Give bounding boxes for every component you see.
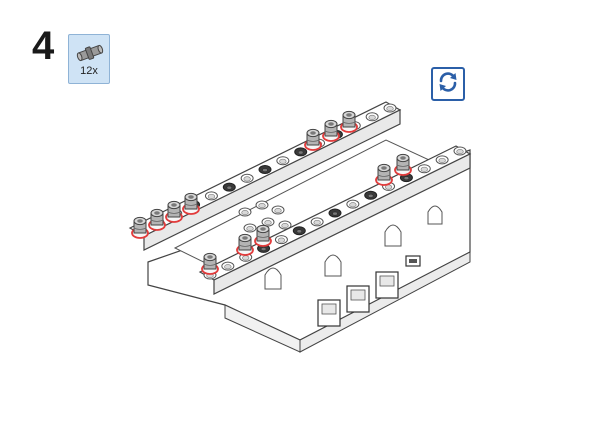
connector-peg — [149, 209, 165, 230]
beam-hole — [436, 156, 448, 164]
beam-hole — [223, 183, 235, 191]
beam-hole — [295, 148, 307, 156]
beam-hole — [347, 200, 359, 208]
connector-peg — [202, 253, 218, 274]
beam-hole — [454, 147, 466, 155]
connector-peg — [323, 120, 339, 141]
beam-hole — [366, 113, 378, 121]
beam-hole — [259, 166, 271, 174]
beam-hole — [418, 165, 430, 173]
connector-peg — [376, 164, 392, 185]
connector-peg — [237, 234, 253, 255]
connector-peg — [341, 111, 357, 132]
connector-peg — [183, 193, 199, 214]
beam-hole — [241, 174, 253, 182]
beam-hole — [205, 192, 217, 200]
connector-peg — [305, 129, 321, 150]
beam-hole — [275, 236, 287, 244]
connector-peg — [395, 154, 411, 175]
beam-hole — [222, 262, 234, 270]
connector-peg — [255, 225, 271, 246]
beam-hole — [277, 157, 289, 165]
beam-hole — [293, 227, 305, 235]
beam-hole — [311, 218, 323, 226]
beam-hole — [329, 209, 341, 217]
connector-peg — [166, 201, 182, 222]
beam-hole — [365, 191, 377, 199]
beam-hole — [384, 104, 396, 112]
connector-peg — [132, 217, 148, 238]
